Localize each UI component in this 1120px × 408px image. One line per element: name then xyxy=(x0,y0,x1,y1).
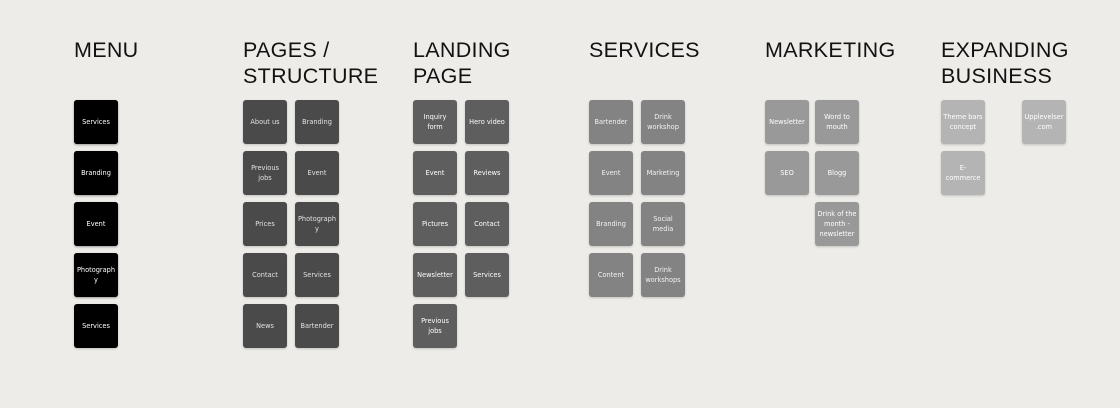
tile: Services xyxy=(74,100,118,144)
column-title-line: LANDING xyxy=(413,38,511,62)
tile: Newsletter xyxy=(765,100,809,144)
column-title-line: PAGES / xyxy=(243,38,330,62)
tile: Drink workshops xyxy=(641,253,685,297)
column-title: MARKETING xyxy=(765,37,896,63)
column-title: PAGES /STRUCTURE xyxy=(243,37,378,89)
tile: Blogg xyxy=(815,151,859,195)
column-menu: MENUAbout usServicesPrevious jobsBrandin… xyxy=(74,37,139,348)
tile: SEO xyxy=(765,151,809,195)
tile: Branding xyxy=(295,100,339,144)
tile: Hero video xyxy=(465,100,509,144)
tile: Photography xyxy=(295,202,339,246)
tile: Inquiry form xyxy=(413,100,457,144)
tile: Photography xyxy=(74,253,118,297)
tile-grid: About usServicesPrevious jobsBrandingPri… xyxy=(74,100,174,360)
tile: Branding xyxy=(74,151,118,195)
column-title-line: MARKETING xyxy=(765,38,896,62)
tile: Drink of the month - newsletter xyxy=(815,202,859,246)
column-title-line: SERVICES xyxy=(589,38,700,62)
tile: Branding xyxy=(589,202,633,246)
tile: About us xyxy=(243,100,287,144)
column-title-line: EXPANDING xyxy=(941,38,1069,62)
tile: News xyxy=(243,304,287,348)
tile: Prices xyxy=(243,202,287,246)
tile: Event xyxy=(74,202,118,246)
tile: Social media xyxy=(641,202,685,246)
tile: Services xyxy=(295,253,339,297)
tile: Previous jobs xyxy=(243,151,287,195)
tile: Bartender xyxy=(295,304,339,348)
tile: Previous jobs xyxy=(413,304,457,348)
tile: Newsletter xyxy=(413,253,457,297)
tile: Services xyxy=(465,253,509,297)
tile: Marketing xyxy=(641,151,685,195)
tile: Theme bars concept xyxy=(941,100,985,144)
tile: Bartender xyxy=(589,100,633,144)
tile: Contact xyxy=(243,253,287,297)
tile: Content xyxy=(589,253,633,297)
tile: Pictures xyxy=(413,202,457,246)
column-title: MENU xyxy=(74,37,139,63)
column-title-line: PAGE xyxy=(413,64,473,88)
column-title-line: MENU xyxy=(74,38,139,62)
tile: Drink workshop xyxy=(641,100,685,144)
tile: Reviews xyxy=(465,151,509,195)
tile: E-commerce xyxy=(941,151,985,195)
tile: Services xyxy=(74,304,118,348)
tile: Upplevelser .com xyxy=(1022,100,1066,144)
tile: Event xyxy=(413,151,457,195)
tile: Contact xyxy=(465,202,509,246)
column-title: SERVICES xyxy=(589,37,700,63)
tile: Event xyxy=(295,151,339,195)
column-title-line: BUSINESS xyxy=(941,64,1053,88)
tile: Word to mouth xyxy=(815,100,859,144)
column-title-line: STRUCTURE xyxy=(243,64,379,88)
tile: Event xyxy=(589,151,633,195)
